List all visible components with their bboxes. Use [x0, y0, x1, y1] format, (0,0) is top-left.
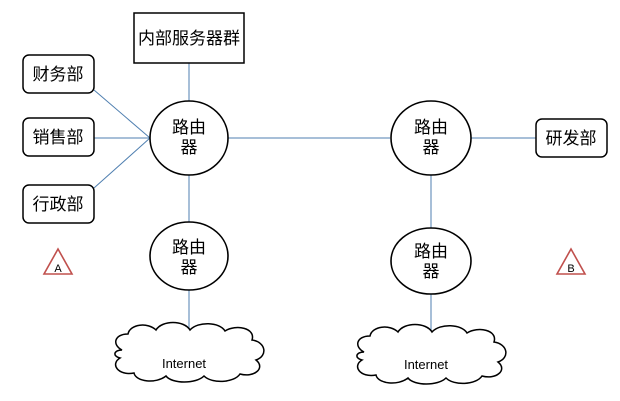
- server-group-node: 内部服务器群: [133, 12, 245, 64]
- internet-cloud-right: Internet: [356, 323, 507, 385]
- internet-label-left: Internet: [162, 356, 206, 371]
- router-left-main: 路由 器: [149, 100, 229, 176]
- connections: [93, 63, 536, 341]
- admin-label: 行政部: [33, 195, 84, 215]
- router-label: 路由: [414, 118, 448, 138]
- cloud-icon: [356, 323, 507, 385]
- rnd-label: 研发部: [546, 129, 597, 149]
- cloud-icon: [114, 321, 265, 383]
- marker-a-label: A: [54, 263, 62, 275]
- marker-b: B: [555, 247, 587, 275]
- internet-cloud-left: Internet: [114, 321, 265, 383]
- router-label: 器: [181, 138, 198, 158]
- finance-node: 财务部: [22, 54, 95, 94]
- router-label: 路由: [414, 242, 448, 262]
- router-label: 器: [181, 258, 198, 278]
- router-left-edge: 路由 器: [149, 221, 229, 291]
- warning-triangle-icon: [42, 247, 74, 275]
- router-label: 器: [423, 262, 440, 282]
- admin-node: 行政部: [22, 184, 95, 224]
- sales-node: 销售部: [22, 117, 95, 157]
- server-group-label: 内部服务器群: [138, 29, 240, 49]
- rnd-node: 研发部: [535, 118, 608, 158]
- router-right-main: 路由 器: [390, 100, 472, 176]
- link-finance-router: [93, 89, 151, 139]
- finance-label: 财务部: [33, 65, 84, 85]
- router-right-edge: 路由 器: [390, 227, 472, 295]
- link-admin-router: [93, 137, 151, 189]
- internet-label-right: Internet: [404, 357, 448, 372]
- sales-label: 销售部: [33, 128, 84, 148]
- marker-a: A: [42, 247, 74, 275]
- router-label: 器: [423, 138, 440, 158]
- router-label: 路由: [172, 238, 206, 258]
- marker-b-label: B: [567, 263, 574, 275]
- router-label: 路由: [172, 118, 206, 138]
- warning-triangle-icon: [555, 247, 587, 275]
